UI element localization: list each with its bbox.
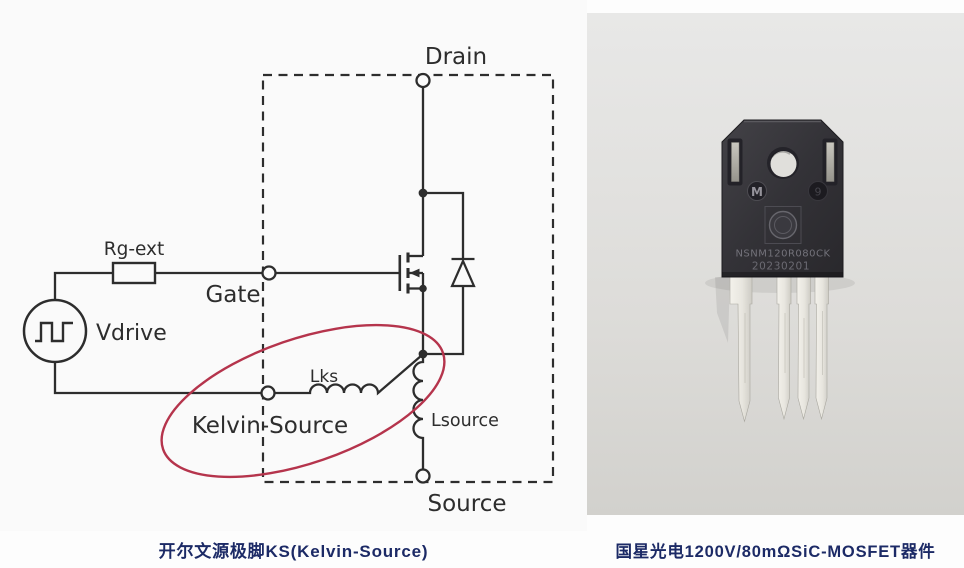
- lks-label: Lks: [310, 367, 338, 387]
- circuit-diagram: Drain Gate Vdrive Rg-ext Kelvin-Source L…: [22, 44, 555, 517]
- lsource-label: Lsource: [431, 411, 499, 431]
- diode-bottom-wire: [423, 286, 465, 356]
- hole-through: [770, 151, 797, 177]
- mounting-slots: [727, 138, 838, 186]
- kelvin-source-circuit-panel: Drain Gate Vdrive Rg-ext Kelvin-Source L…: [22, 44, 555, 517]
- part-number: NSNM120R080CK: [735, 249, 830, 260]
- gate-drive-wires: [53, 271, 263, 395]
- diode-triangle: [450, 258, 476, 288]
- brand-logo-icon: [768, 210, 798, 240]
- source-label: Source: [428, 491, 507, 517]
- date-code: 20230201: [752, 261, 810, 273]
- gate-label: Gate: [205, 282, 260, 308]
- hole-shadow-arc: [771, 150, 791, 158]
- lks-inductor: [274, 354, 423, 396]
- square-wave-icon: [35, 321, 73, 343]
- kelvin-source-terminal: [260, 385, 276, 401]
- drain-label: Drain: [425, 44, 487, 70]
- mosfet-photo-panel: M 9 NSNM120R080CK 20230201: [587, 13, 964, 515]
- marking-digit-circle: [808, 181, 828, 201]
- device-shadow: [715, 277, 730, 343]
- gate-terminal: [261, 265, 277, 281]
- marking-digit: 9: [815, 186, 822, 199]
- rg-ext-label: Rg-ext: [104, 239, 165, 260]
- right-caption: 国星光电1200V/80mΩSiC-MOSFET器件: [615, 542, 936, 561]
- wire-vdrive-to-resistor: [53, 271, 113, 300]
- leg-1: [729, 276, 753, 423]
- source-terminal: [415, 468, 431, 484]
- marking-letter-circle: [747, 181, 767, 201]
- drain-junction-dot: [418, 188, 428, 198]
- mosfet-photo: M 9 NSNM120R080CK 20230201: [587, 13, 964, 515]
- terminals: [260, 72, 431, 484]
- source-node-dot: [419, 284, 427, 293]
- diode-top-wire: [423, 191, 465, 259]
- marking-letter: M: [751, 185, 763, 199]
- package-body: [721, 119, 844, 278]
- circuit-labels: Drain Gate Vdrive Rg-ext Kelvin-Source L…: [96, 44, 507, 517]
- leg-4: [814, 276, 829, 421]
- kelvin-source-label: Kelvin-Source: [192, 413, 348, 439]
- kelvin-source-highlight-ellipse: [160, 323, 446, 479]
- left-caption: 开尔文源极脚KS(Kelvin-Source): [158, 542, 429, 561]
- vdrive-source: [22, 298, 88, 364]
- rg-ext-resistor: [111, 261, 157, 285]
- vdrive-circle: [22, 298, 88, 364]
- mounting-hole: [767, 147, 799, 179]
- mosfet-symbol: [275, 252, 427, 354]
- brand-logo-inner-icon: [774, 216, 792, 234]
- body-bottom-edge: [722, 272, 843, 277]
- body-diode-branch: [423, 191, 476, 356]
- body-arrow-icon: [409, 268, 420, 278]
- right-slot-metal: [826, 142, 835, 182]
- leg-2: [776, 276, 792, 421]
- mold-markings: M 9: [747, 181, 828, 244]
- leg-scratches: [744, 311, 823, 383]
- drain-terminal: [415, 72, 431, 89]
- left-slot-metal: [731, 142, 740, 182]
- lsource-inductor: [412, 354, 425, 470]
- logo-frame: [764, 206, 802, 244]
- device-package-boundary: [261, 73, 555, 484]
- vdrive-label: Vdrive: [96, 321, 167, 346]
- wire-vdrive-return: [53, 362, 262, 395]
